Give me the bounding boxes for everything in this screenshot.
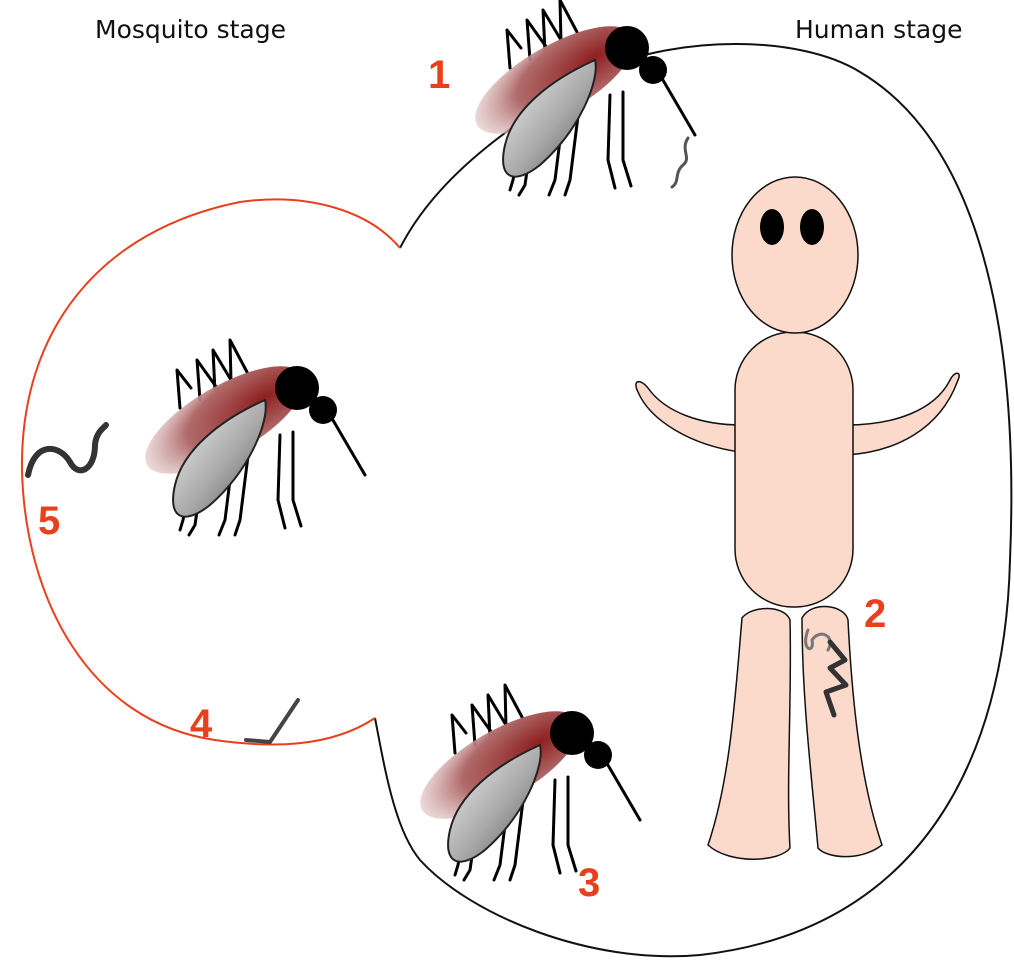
human-left-leg xyxy=(708,608,790,859)
step-number-1: 1 xyxy=(428,53,450,97)
human-torso xyxy=(735,332,853,607)
mosquito-icon xyxy=(130,340,365,535)
step-number-4: 4 xyxy=(190,702,213,746)
human-right-leg xyxy=(802,606,882,856)
worm-icon xyxy=(672,138,688,187)
mosquito-icon xyxy=(460,0,695,195)
right-eye xyxy=(800,209,824,245)
human-stage-label: Human stage xyxy=(795,15,963,44)
human-right-arm xyxy=(846,373,959,455)
worm-icon xyxy=(28,425,106,475)
worm-icon xyxy=(246,700,298,742)
mosquito-icon xyxy=(405,685,640,880)
left-eye xyxy=(760,209,784,245)
human-left-arm xyxy=(636,382,742,452)
step-number-3: 3 xyxy=(578,861,600,905)
human-head xyxy=(732,177,858,333)
step-number-5: 5 xyxy=(38,499,60,543)
human-figure xyxy=(636,177,959,859)
mosquito-stage-label: Mosquito stage xyxy=(95,15,286,44)
step-number-2: 2 xyxy=(864,592,886,636)
